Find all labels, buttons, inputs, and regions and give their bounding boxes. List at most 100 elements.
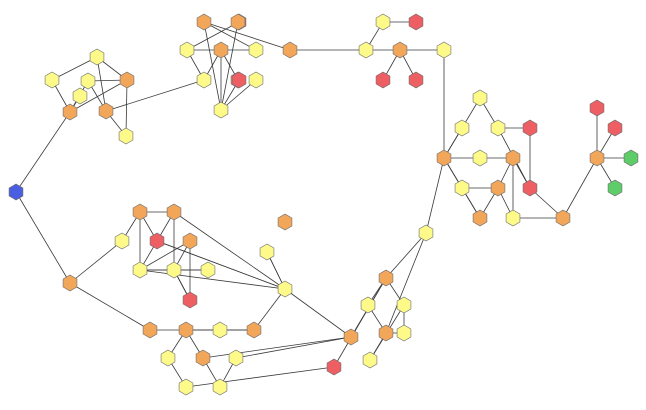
graph-edge <box>69 282 151 331</box>
orange-hexagon-node <box>195 349 211 367</box>
graph-edge <box>284 288 352 338</box>
yellow-hexagon-node <box>375 13 391 31</box>
orange-hexagon-node <box>277 213 293 231</box>
graph-edge <box>185 366 335 388</box>
yellow-hexagon-node <box>362 351 378 369</box>
red-hexagon-node <box>408 13 424 31</box>
yellow-hexagon-node <box>505 209 521 227</box>
orange-hexagon-node <box>166 203 182 221</box>
graph-edge <box>69 79 128 113</box>
yellow-hexagon-node <box>72 87 88 105</box>
orange-hexagon-node <box>436 149 452 167</box>
yellow-hexagon-node <box>212 321 228 339</box>
graph-edge <box>203 21 291 51</box>
graph-edge <box>220 79 257 111</box>
orange-hexagon-node <box>505 149 521 167</box>
yellow-hexagon-node <box>213 101 229 119</box>
yellow-hexagon-node <box>396 324 412 342</box>
graph-edge <box>69 240 123 284</box>
red-hexagon-node <box>522 179 538 197</box>
graph-edge <box>15 191 71 284</box>
red-hexagon-node <box>408 71 424 89</box>
yellow-hexagon-node <box>114 232 130 250</box>
graph-edge <box>333 277 387 368</box>
yellow-hexagon-node <box>212 378 228 396</box>
graph-edge <box>202 336 352 359</box>
yellow-hexagon-node <box>396 296 412 314</box>
orange-hexagon-node <box>230 13 246 31</box>
yellow-hexagon-node <box>472 149 488 167</box>
graph-edge <box>105 79 205 112</box>
yellow-hexagon-node <box>277 280 293 298</box>
graph-edge <box>203 21 257 51</box>
red-hexagon-node <box>231 71 247 89</box>
graph-edge <box>96 56 107 112</box>
red-hexagon-node <box>522 119 538 137</box>
edge-layer <box>15 21 631 388</box>
green-hexagon-node <box>607 179 623 197</box>
orange-hexagon-node <box>490 179 506 197</box>
yellow-hexagon-node <box>89 48 105 66</box>
graph-edge <box>15 111 71 193</box>
graph-edge <box>203 21 222 111</box>
orange-hexagon-node <box>246 321 262 339</box>
orange-hexagon-node <box>555 209 571 227</box>
yellow-hexagon-node <box>160 349 176 367</box>
orange-hexagon-node <box>589 149 605 167</box>
orange-hexagon-node <box>472 209 488 227</box>
yellow-hexagon-node <box>80 72 96 90</box>
graph-edge <box>139 269 286 290</box>
yellow-hexagon-node <box>418 224 434 242</box>
graph-edge <box>235 336 352 359</box>
green-hexagon-node <box>623 149 639 167</box>
yellow-hexagon-node <box>472 89 488 107</box>
yellow-hexagon-node <box>360 296 376 314</box>
yellow-hexagon-node <box>248 41 264 59</box>
blue-hexagon-node <box>8 183 24 201</box>
graph-edge <box>139 240 191 271</box>
red-hexagon-node <box>326 358 342 376</box>
yellow-hexagon-node <box>358 41 374 59</box>
orange-hexagon-node <box>196 13 212 31</box>
orange-hexagon-node <box>62 274 78 292</box>
orange-hexagon-node <box>142 321 158 339</box>
graph-edge <box>156 240 286 290</box>
yellow-hexagon-node <box>454 119 470 137</box>
yellow-hexagon-node <box>228 349 244 367</box>
orange-hexagon-node <box>178 321 194 339</box>
orange-hexagon-node <box>182 232 198 250</box>
yellow-hexagon-node <box>259 243 275 261</box>
orange-hexagon-node <box>343 328 359 346</box>
graph-edge <box>385 232 427 279</box>
orange-hexagon-node <box>62 103 78 121</box>
orange-hexagon-node <box>378 269 394 287</box>
graph-edge <box>186 21 240 51</box>
orange-hexagon-node <box>132 203 148 221</box>
graph-edge <box>425 157 445 234</box>
orange-hexagon-node <box>392 41 408 59</box>
red-hexagon-node <box>182 291 198 309</box>
graph-edge <box>562 157 598 219</box>
red-hexagon-node <box>607 119 623 137</box>
yellow-hexagon-node <box>166 261 182 279</box>
graph-edge <box>253 288 286 331</box>
yellow-hexagon-node <box>196 71 212 89</box>
orange-hexagon-node <box>213 41 229 59</box>
yellow-hexagon-node <box>44 71 60 89</box>
yellow-hexagon-node <box>454 179 470 197</box>
yellow-hexagon-node <box>132 261 148 279</box>
node-layer <box>8 13 639 396</box>
graph-edge <box>173 211 286 290</box>
red-hexagon-node <box>149 232 165 250</box>
orange-hexagon-node <box>98 102 114 120</box>
orange-hexagon-node <box>119 71 135 89</box>
graph-edge <box>125 79 128 137</box>
red-hexagon-node <box>589 99 605 117</box>
orange-hexagon-node <box>282 41 298 59</box>
yellow-hexagon-node <box>178 378 194 396</box>
yellow-hexagon-node <box>200 261 216 279</box>
orange-hexagon-node <box>378 324 394 342</box>
yellow-hexagon-node <box>179 41 195 59</box>
yellow-hexagon-node <box>248 71 264 89</box>
